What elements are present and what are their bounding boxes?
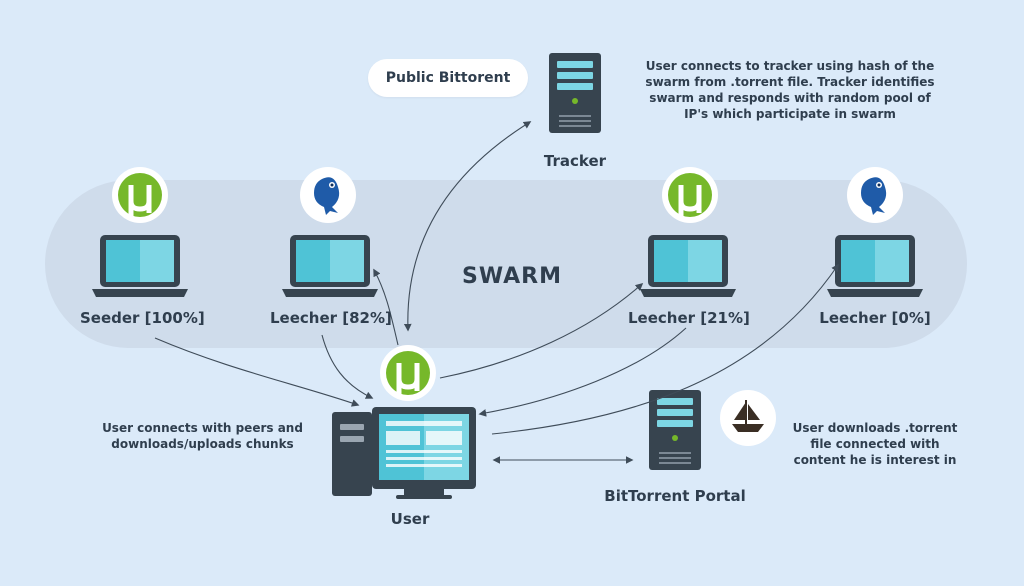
leecher-21-label: Leecher [21%] [628,309,750,327]
user-label: User [390,510,430,528]
leecher21-user-arrow [478,327,687,417]
portal-note: User downloads .torrent file connected w… [792,421,958,467]
pirate-bay-ship-logo-icon [720,390,776,446]
user-tracker-arrow [403,121,532,332]
seeder-utorrent-icon [112,167,168,223]
public-bittorrent-pill: Public Bittorent [368,59,528,97]
user-leecher0-arrow [491,263,839,435]
leecher82-user-arrow [321,334,374,399]
portal-label: BitTorrent Portal [604,487,746,505]
leecher-0-vuze-icon [847,167,903,223]
tracker-server-icon [549,53,601,133]
leecher-82-vuze-icon [300,167,356,223]
swarm-label: SWARM [462,264,562,289]
public-bittorrent-label: Public Bittorent [385,70,511,86]
leecher-21-utorrent-icon [662,167,718,223]
leecher-0-label: Leecher [0%] [819,309,931,327]
leecher-82-label: Leecher [82%] [270,309,392,327]
tracker-note: User connects to tracker using hash of t… [645,59,935,121]
portal-server-icon [649,390,701,470]
seeder-label: Seeder [100%] [80,309,205,327]
tracker-label: Tracker [543,152,607,170]
user-computer-icon [332,407,476,499]
user-leecher21-arrow [439,282,644,379]
user-leecher82-arrow [373,268,399,346]
seeder-user-arrow [154,337,360,407]
user-utorrent-icon [380,345,436,401]
peers-note: User connects with peers and downloads/u… [102,421,303,451]
